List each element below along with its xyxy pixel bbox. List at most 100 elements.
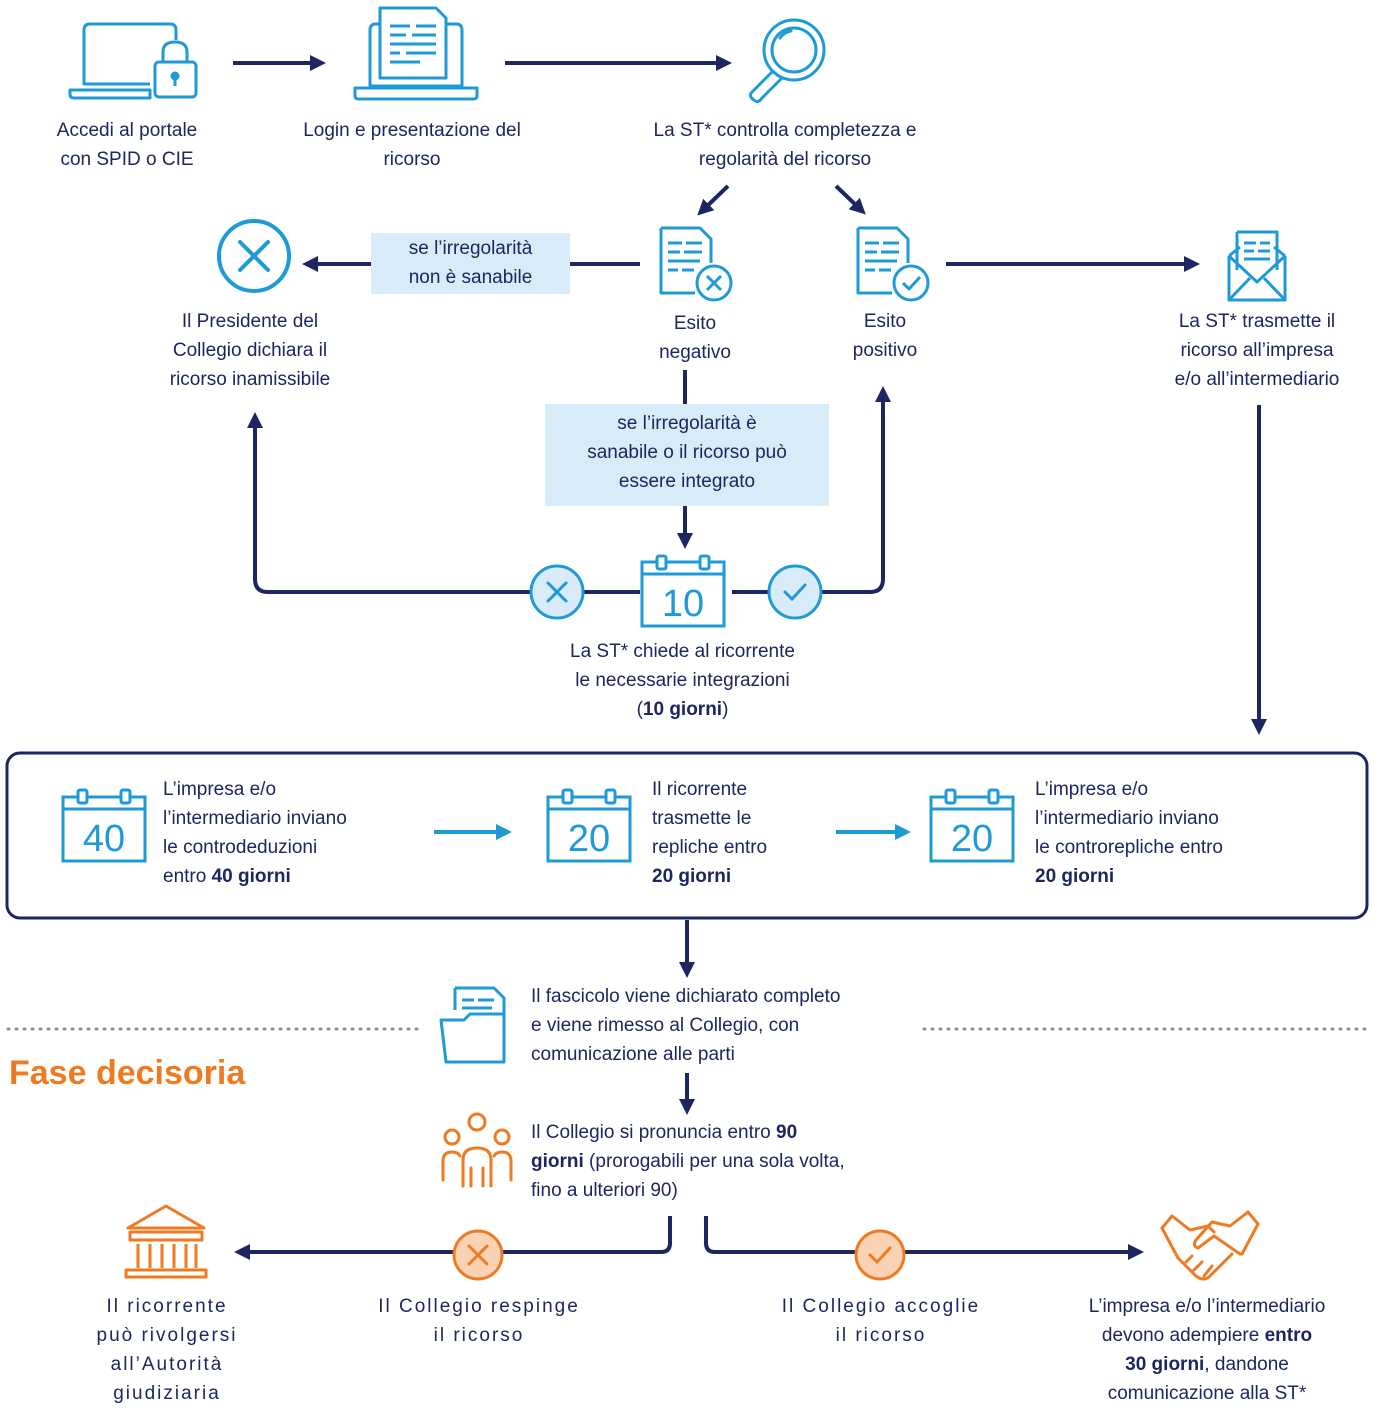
laptop-document-icon xyxy=(353,6,479,101)
condition-not-fixable-line1: se l’irregolarità xyxy=(408,238,533,259)
document-check-icon xyxy=(856,226,930,302)
step-transmit-line1: La ST* trasmette il xyxy=(1178,311,1336,332)
decision-line1: Il Collegio si pronuncia entro 90 xyxy=(531,1118,951,1147)
decision-line2: giorni (prorogabili per una sola volta, xyxy=(531,1147,951,1176)
decision-rest: (prorogabili per una sola volta, xyxy=(583,1151,845,1172)
decision-pre: Il Collegio si pronuncia entro xyxy=(531,1122,777,1143)
envelope-document-icon xyxy=(1227,230,1287,302)
condition-fixable-line1: se l’irregolarità è xyxy=(617,413,757,434)
file-complete-line1: Il fascicolo viene dichiarato completo xyxy=(531,986,841,1007)
reject-outcome-icon xyxy=(452,1229,504,1281)
step-inadmissible-line2: Collegio dichiara il xyxy=(172,340,328,361)
integration-paren-open: ( xyxy=(636,699,643,720)
calendar-20b-icon xyxy=(929,788,1015,863)
comply-within: entro xyxy=(1264,1325,1313,1346)
outcome-judicial-line4: giudiziaria xyxy=(113,1383,221,1404)
condition-not-fixable: se l’irregolarità non è sanabile xyxy=(371,233,570,294)
integration-paren-close: ) xyxy=(722,699,729,720)
calendar-40-number: 40 xyxy=(83,818,125,860)
outcome-rejects-line1: Il Collegio respinge xyxy=(378,1296,580,1317)
counter-line3: le controdeduzioni xyxy=(163,837,318,858)
step-check-line2: regolarità del ricorso xyxy=(698,149,872,170)
calendar-20a-icon xyxy=(546,788,632,863)
courthouse-icon xyxy=(124,1204,208,1279)
counterreplies-line1: L’impresa e/o xyxy=(1035,779,1149,800)
step-positive-line2: positivo xyxy=(852,340,918,361)
step-integration-line1: La ST* chiede al ricorrente xyxy=(570,641,795,662)
step-login-line2: ricorso xyxy=(383,149,441,170)
decision-days-word: giorni xyxy=(531,1151,584,1172)
step-integration-line2: le necessarie integrazioni xyxy=(575,670,790,691)
arrow-check-to-positive xyxy=(834,184,866,215)
replies-days: 20 giorni xyxy=(652,866,732,887)
calendar-20a-number: 20 xyxy=(568,818,610,860)
file-complete-line2: e viene rimesso al Collegio, con xyxy=(531,1015,800,1036)
counter-line2: l’intermediario inviano xyxy=(163,808,347,829)
counterreplies-line2: l’intermediario inviano xyxy=(1035,808,1219,829)
handshake-icon xyxy=(1160,1210,1260,1281)
step-negative-line2: negativo xyxy=(659,342,731,363)
outcome-comply-line2: devono adempiere entro xyxy=(1040,1321,1374,1350)
outcome-judicial-line3: all’Autorità xyxy=(110,1354,224,1375)
step-access-line2: con SPID o CIE xyxy=(60,149,194,170)
laptop-lock-icon xyxy=(68,22,198,100)
outcome-accepts-line1: Il Collegio accoglie xyxy=(781,1296,981,1317)
comply-pre: devono adempiere xyxy=(1101,1325,1265,1346)
step-inadmissible-line3: ricorso inamissibile xyxy=(169,369,331,390)
replies-line3: repliche entro xyxy=(652,837,768,858)
phase-title: Fase decisoria xyxy=(9,1054,246,1092)
condition-fixable: se l’irregolarità è sanabile o il ricors… xyxy=(545,404,829,506)
decision-days-number: 90 xyxy=(776,1122,798,1143)
arrow-accept-to-positive xyxy=(732,386,891,594)
decision-line3: fino a ulteriori 90) xyxy=(531,1180,678,1201)
counter-pre: entro xyxy=(163,866,212,887)
outcome-comply-line1: L’impresa e/o l’intermediario xyxy=(1088,1296,1326,1317)
group-people-icon xyxy=(441,1112,513,1188)
document-cross-icon xyxy=(659,226,733,302)
outcome-rejects-line2: il ricorso xyxy=(433,1325,525,1346)
outcome-comply-line4: comunicazione alla ST* xyxy=(1107,1383,1307,1404)
outcome-comply-line3: 30 giorni, dandone xyxy=(1040,1350,1374,1379)
comply-days: 30 giorni xyxy=(1125,1354,1205,1375)
counter-days: 40 giorni xyxy=(211,866,291,887)
calendar-10-number: 10 xyxy=(662,583,704,625)
condition-not-fixable-line2: non è sanabile xyxy=(408,267,533,288)
cross-circle-icon xyxy=(217,219,291,293)
counterreplies-days: 20 giorni xyxy=(1035,866,1115,887)
step-integration-line3: (10 giorni) xyxy=(520,695,845,724)
outcome-judicial-line2: può rivolgersi xyxy=(96,1325,238,1346)
magnifier-icon xyxy=(748,18,826,104)
condition-fixable-line2: sanabile o il ricorso può xyxy=(587,442,787,463)
step-transmit-line3: e/o all’intermediario xyxy=(1174,369,1340,390)
outcome-accepts-line2: il ricorso xyxy=(835,1325,927,1346)
arrow-decision-to-comply xyxy=(704,1216,1144,1260)
arrow-reject-to-inadmissible xyxy=(247,412,640,594)
calendar-40-icon xyxy=(61,788,147,863)
step-check-line1: La ST* controlla completezza e xyxy=(653,120,917,141)
step-negative-line1: Esito xyxy=(673,313,717,334)
folder-document-icon xyxy=(439,986,506,1064)
accept-outcome-icon xyxy=(854,1229,906,1281)
calendar-20b-number: 20 xyxy=(951,818,993,860)
arrow-check-to-negative xyxy=(697,184,730,216)
outcome-judicial-line1: Il ricorrente xyxy=(106,1296,228,1317)
replies-line1: Il ricorrente xyxy=(652,779,748,800)
file-complete-line3: comunicazione alle parti xyxy=(531,1044,735,1065)
replies-line2: trasmette le xyxy=(652,808,752,829)
accept-circle-icon xyxy=(767,564,823,620)
step-access-line1: Accedi al portale xyxy=(56,120,198,141)
step-inadmissible-line1: Il Presidente del xyxy=(181,311,319,332)
arrow-decision-to-judicial xyxy=(234,1216,672,1260)
step-transmit-line2: ricorso all’impresa xyxy=(1180,340,1334,361)
calendar-10-icon xyxy=(640,554,726,628)
step-login-line1: Login e presentazione del xyxy=(303,120,521,141)
condition-fixable-line3: essere integrato xyxy=(618,471,756,492)
counter-line4: entro 40 giorni xyxy=(163,862,423,891)
reject-circle-icon xyxy=(529,564,585,620)
comply-rest: , dandone xyxy=(1204,1354,1289,1375)
counterreplies-line3: le controrepliche entro xyxy=(1035,837,1223,858)
exchange-phase-box xyxy=(5,751,1369,920)
counter-line1: L’impresa e/o xyxy=(163,779,277,800)
integration-days: 10 giorni xyxy=(642,699,723,720)
